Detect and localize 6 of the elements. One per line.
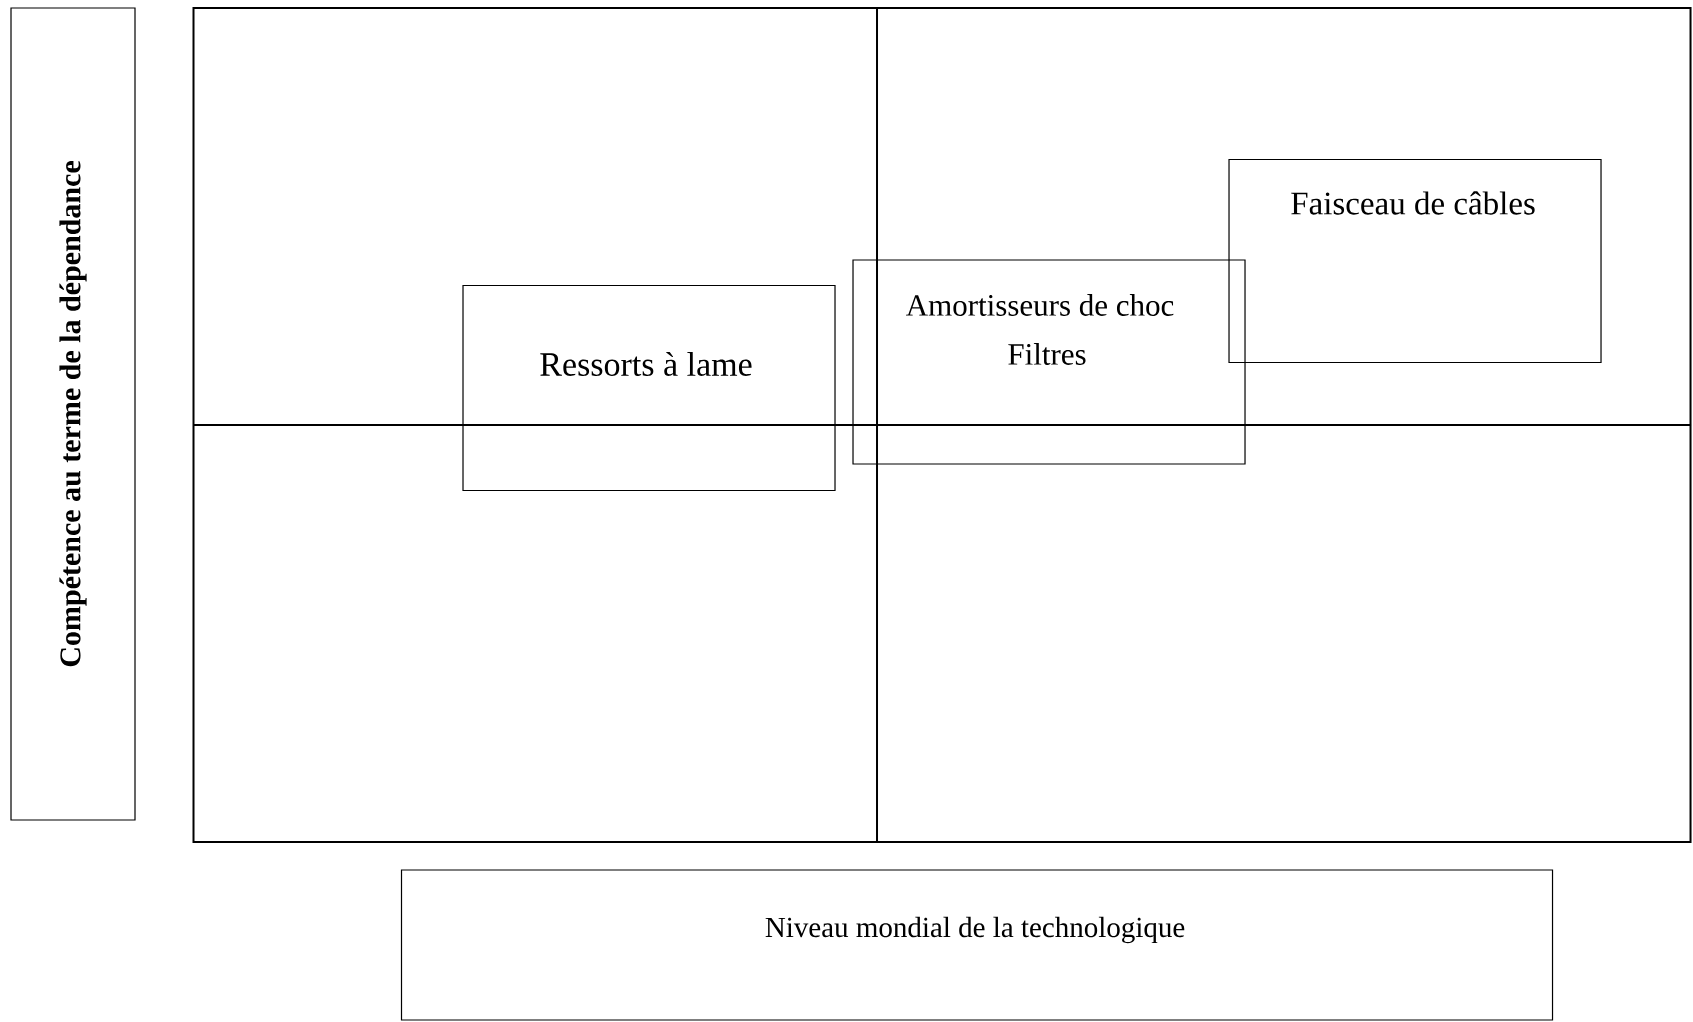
axis-label-box: Compétence au terme de la dépendance (10, 7, 136, 821)
item-box: Amortisseurs de choc Filtres (852, 259, 1246, 465)
item-box: Ressorts à lame (462, 284, 836, 492)
quadrant-matrix (192, 7, 1692, 843)
item-box: Faisceau de câbles (1228, 158, 1602, 364)
axis-label-box: Niveau mondial de la technologique (400, 869, 1554, 1021)
